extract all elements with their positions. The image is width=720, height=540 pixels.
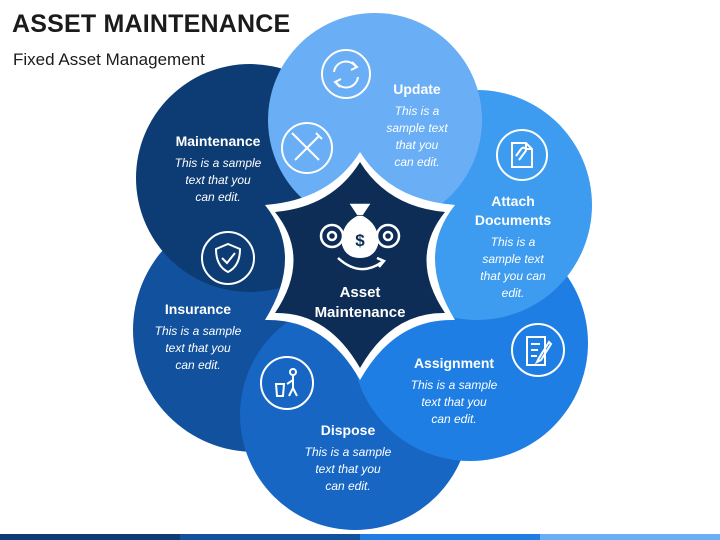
segment-dispose-text: Dispose This is a sample text that you c… — [296, 421, 400, 495]
segment-update-line: sample text — [386, 121, 448, 135]
bottom-bar-segment — [0, 534, 180, 540]
segment-insurance-line: text that you — [165, 341, 231, 355]
bottom-bar-segment — [180, 534, 360, 540]
segment-update-title: Update — [393, 81, 441, 97]
segment-assignment-line: can edit. — [431, 412, 477, 426]
center-label-line: Maintenance — [314, 304, 406, 321]
segment-dispose-line: text that you — [315, 462, 381, 476]
segment-update-line: This is a — [394, 104, 440, 118]
segment-attach-line: This is a — [490, 235, 536, 249]
dispose-trash-icon — [260, 356, 314, 410]
money-bag-gears-icon: $ — [319, 203, 401, 271]
segment-insurance-title: Insurance — [164, 301, 232, 317]
segment-dispose-line: This is a sample — [304, 445, 392, 459]
center-star — [275, 162, 445, 368]
segment-assignment-text: Assignment This is a sample text that yo… — [403, 354, 505, 428]
bottom-accent-bar — [0, 534, 720, 540]
shield-check-icon — [201, 231, 255, 285]
segment-insurance-line: can edit. — [175, 358, 221, 372]
bottom-bar-segment — [540, 534, 720, 540]
segment-assignment-title: Assignment — [413, 355, 495, 371]
bottom-bar-segment — [360, 534, 540, 540]
segment-attach-line: that you can — [480, 269, 546, 283]
center-label: Asset Maintenance — [290, 283, 430, 323]
segment-update-line: can edit. — [394, 155, 440, 169]
refresh-icon — [321, 49, 371, 99]
svg-text:$: $ — [355, 231, 365, 250]
segment-maintenance-line: can edit. — [195, 190, 241, 204]
attachment-document-icon — [496, 129, 548, 181]
segment-maintenance-text: Maintenance This is a sample text that y… — [165, 132, 271, 206]
segment-attach-line: sample text — [482, 252, 544, 266]
segment-update-circle — [268, 13, 482, 227]
segment-attach-title: Documents — [474, 212, 552, 228]
segment-update-text: Update This is a sample text that you ca… — [373, 80, 461, 171]
tools-icon — [281, 122, 333, 174]
segment-attach-line: edit. — [501, 286, 525, 300]
segment-attach-title: Attach — [491, 193, 535, 209]
page-subtitle: Fixed Asset Management — [13, 50, 205, 69]
segment-assignment-line: text that you — [421, 395, 487, 409]
segment-attach-text: Attach Documents This is a sample text t… — [467, 192, 559, 302]
segment-assignment-line: This is a sample — [410, 378, 498, 392]
segment-insurance-line: This is a sample — [154, 324, 242, 338]
segment-maintenance-title: Maintenance — [175, 133, 261, 149]
page-title: ASSET MAINTENANCE — [12, 10, 291, 38]
segment-insurance-text: Insurance This is a sample text that you… — [146, 300, 250, 374]
segment-maintenance-line: text that you — [185, 173, 251, 187]
edit-document-icon — [511, 323, 565, 377]
segment-dispose-line: can edit. — [325, 479, 371, 493]
center-label-line: Asset — [339, 284, 381, 301]
segment-maintenance-line: This is a sample — [174, 156, 262, 170]
segment-dispose-title: Dispose — [320, 422, 376, 438]
segment-update-line: that you — [395, 138, 439, 152]
